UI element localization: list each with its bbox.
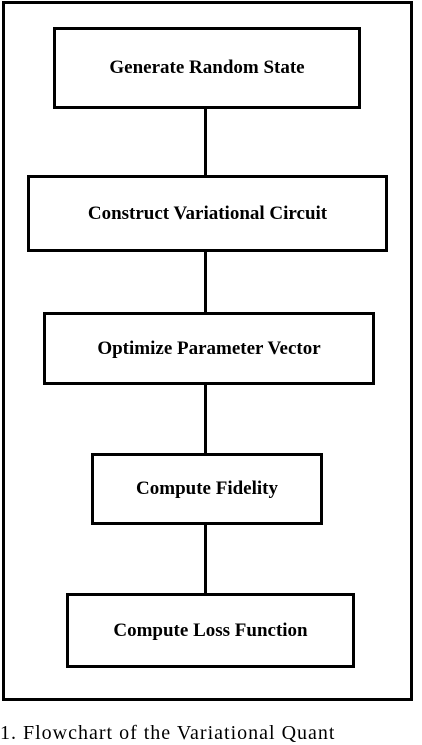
step-label: Generate Random State: [109, 57, 305, 78]
step-compute-fidelity: Compute Fidelity: [91, 453, 323, 525]
connector-1-2: [204, 108, 207, 176]
step-compute-loss-function: Compute Loss Function: [66, 593, 355, 668]
connector-2-3: [204, 251, 207, 313]
step-generate-random-state: Generate Random State: [53, 27, 361, 109]
step-label: Construct Variational Circuit: [87, 202, 328, 224]
figure-caption: 1. Flowchart of the Variational Quant: [0, 722, 336, 744]
connector-4-5: [204, 524, 207, 594]
step-label: Compute Fidelity: [136, 478, 278, 499]
step-label: Compute Loss Function: [113, 619, 308, 641]
connector-3-4: [204, 384, 207, 454]
step-optimize-parameter-vector: Optimize Parameter Vector: [43, 312, 375, 385]
step-label: Optimize Parameter Vector: [97, 337, 321, 359]
step-construct-variational-circuit: Construct Variational Circuit: [27, 175, 388, 252]
diagram-frame: [2, 1, 413, 701]
